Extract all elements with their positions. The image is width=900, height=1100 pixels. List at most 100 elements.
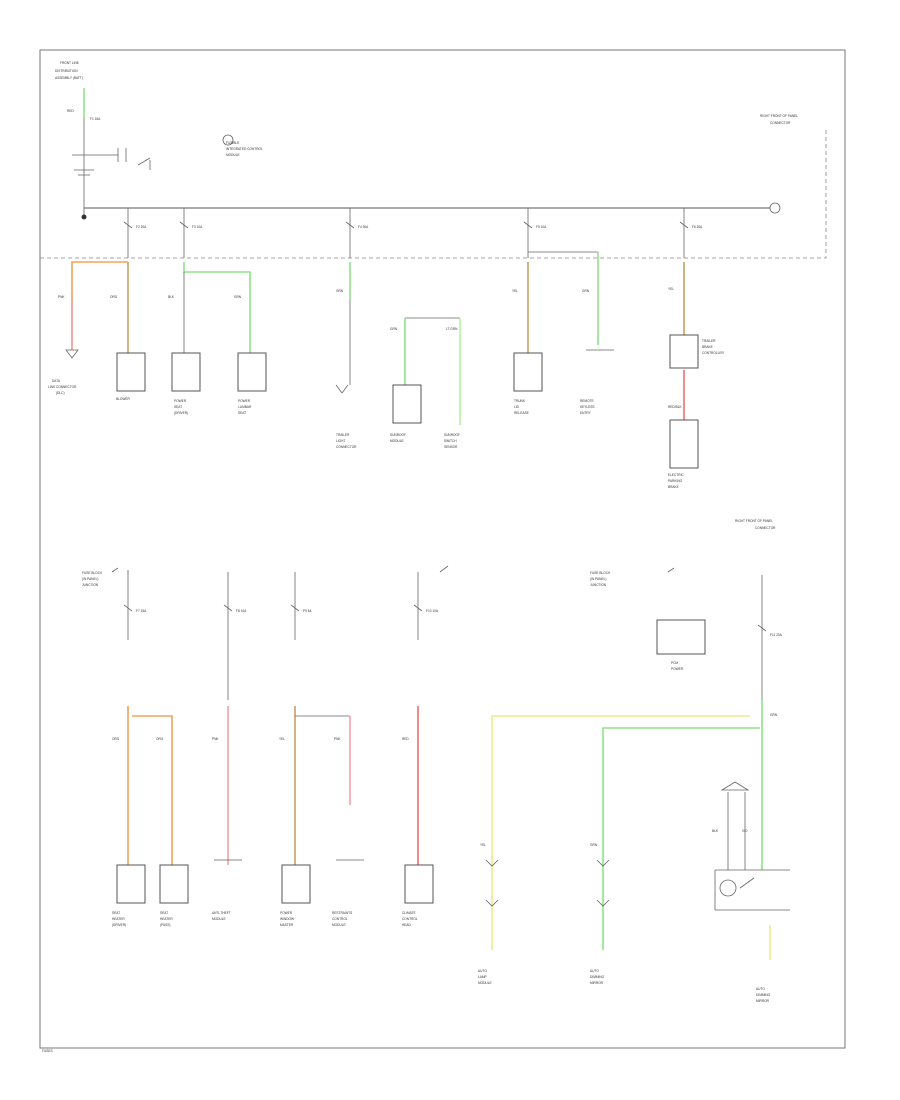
wire-code: ORG bbox=[110, 295, 118, 299]
top-right-label-b: CONNECTOR bbox=[770, 121, 791, 125]
component-label-sunroof-module: SUNROOF bbox=[390, 433, 406, 437]
wire-orange bbox=[132, 715, 173, 865]
fuse-label: F9 5A bbox=[303, 609, 312, 613]
diagram-frame bbox=[39, 49, 846, 1049]
fuse-label: F6 20A bbox=[692, 225, 703, 229]
top-left-label-a: FRONT LINE bbox=[60, 61, 79, 65]
component-label-parking-brake: BRAKE bbox=[668, 485, 679, 489]
fuse-label: F8 10A bbox=[236, 609, 247, 613]
fuse-block-label-c: JUNCTION bbox=[82, 583, 99, 587]
wire-code: GRN bbox=[336, 289, 344, 293]
component-label-restraints: MODULE bbox=[332, 923, 346, 927]
component-label-restraints: CONTROL bbox=[332, 917, 348, 921]
component-label-trailer-brake: CONTROLLER bbox=[702, 351, 724, 355]
component-label-parking-brake: PARKING bbox=[668, 479, 683, 483]
component-label-sunroof-switch: SUNROOF bbox=[444, 433, 460, 437]
component-label-lumbar: LUMBAR bbox=[238, 405, 252, 409]
wire-code: RED bbox=[67, 109, 74, 113]
wire-code: GRN bbox=[590, 843, 598, 847]
ground-point bbox=[81, 214, 87, 220]
component-label-auto-lamp: LAMP bbox=[478, 975, 487, 979]
wire-code: BLK bbox=[712, 829, 719, 833]
top-right-label-a: RIGHT FRONT OF PANEL bbox=[760, 114, 798, 118]
component-label-dlc: DATA bbox=[52, 379, 61, 383]
component-label-auto-lamp: MODULE bbox=[478, 981, 492, 985]
wire-code: GRN bbox=[770, 713, 778, 717]
component-label-seat: SEAT bbox=[174, 405, 182, 409]
component-label-dlc: (DLC) bbox=[56, 391, 65, 395]
bus-connector-icon bbox=[769, 202, 781, 214]
fuse-block-label-c: JUNCTION bbox=[590, 583, 607, 587]
component-label-seat-heater: HEATER bbox=[160, 917, 173, 921]
fuse-label: F5 10A bbox=[536, 225, 547, 229]
component-label-lumbar: POWER bbox=[238, 399, 251, 403]
bottom-fuse-drops bbox=[111, 565, 767, 700]
wire-code: RED/BLK bbox=[668, 405, 683, 409]
wire-code: YEL bbox=[512, 289, 518, 293]
wire-code: LT GRN bbox=[446, 327, 458, 331]
component-label-seat-heater: (DRIVER) bbox=[112, 923, 126, 927]
fuse-block-label-b: (IN PANEL) bbox=[82, 577, 98, 581]
footer-label: FUSES bbox=[42, 1049, 53, 1053]
component-label-pcm: POWER bbox=[671, 667, 684, 671]
component-label-trunk: RELEASE bbox=[514, 411, 529, 415]
component-label-restraints: RESTRAINTS bbox=[332, 911, 352, 915]
component-label-climate: CONTROL bbox=[402, 917, 418, 921]
fuse-block-label-a: FUSE BLOCK bbox=[82, 571, 103, 575]
wire-green bbox=[602, 727, 760, 950]
component-label-mirror: MIRROR bbox=[756, 999, 770, 1003]
wire-code: ORG bbox=[112, 737, 120, 741]
component-label-rke: KEYLESS bbox=[580, 405, 595, 409]
capacitor-symbol bbox=[72, 148, 127, 162]
wire-green bbox=[183, 262, 251, 355]
fuse-drops bbox=[123, 208, 689, 258]
component-label-parking-brake: ELECTRIC bbox=[668, 473, 684, 477]
component-label-rke: REMOTE bbox=[580, 399, 594, 403]
component-label-mirror: DIMMING bbox=[590, 975, 605, 979]
component-label-anti-theft: MODULE bbox=[212, 917, 226, 921]
component-label-seat: (DRIVER) bbox=[174, 411, 188, 415]
component-label-trunk: TRUNK bbox=[514, 399, 526, 403]
component-label-mirror: AUTO bbox=[590, 969, 599, 973]
wire-gray bbox=[727, 792, 746, 870]
pcm-relay-box bbox=[656, 619, 706, 655]
component-label-climate: HEAD bbox=[402, 923, 412, 927]
mid-right-label-a: RIGHT FRONT OF PANEL bbox=[735, 519, 773, 523]
wire-code: PNK bbox=[212, 737, 219, 741]
wire-code: YEL bbox=[279, 737, 285, 741]
wire-code: GRN bbox=[390, 327, 398, 331]
component-label-sunroof-module: MODULE bbox=[390, 439, 404, 443]
fuse-label: F1 15A bbox=[90, 117, 101, 121]
relay-icon bbox=[222, 134, 234, 146]
wire-code: YEL bbox=[668, 287, 674, 291]
component-label-sunroof-switch: SENSOR bbox=[444, 445, 458, 449]
fuse-label: F4 30A bbox=[358, 225, 369, 229]
component-label-window: POWER bbox=[280, 911, 293, 915]
wire-code: ORG bbox=[156, 737, 164, 741]
component-label-trailer-brake: BRAKE bbox=[702, 345, 713, 349]
component-label-pcm: PCM bbox=[671, 661, 678, 665]
relay-label-c: MODULE bbox=[226, 153, 240, 157]
component-label-seat-heater: SEAT bbox=[112, 911, 120, 915]
fuse-block-boundary bbox=[40, 128, 827, 259]
component-label-mirror: MIRROR bbox=[590, 981, 604, 985]
wire-code: YEL bbox=[480, 843, 486, 847]
component-label-seat-heater: HEATER bbox=[112, 917, 125, 921]
top-components bbox=[65, 334, 699, 469]
component-label-seat-heater: (PASS) bbox=[160, 923, 170, 927]
top-left-label-b: DISTRIBUTION bbox=[55, 69, 78, 73]
wire-code: RED bbox=[402, 737, 409, 741]
component-label-climate: CLIMATE bbox=[402, 911, 416, 915]
wire-code: GRN bbox=[582, 289, 590, 293]
wire-orange bbox=[71, 261, 128, 350]
component-label-rke: ENTRY bbox=[580, 411, 592, 415]
component-label-window: WINDOW bbox=[280, 917, 294, 921]
component-label-seat: POWER bbox=[174, 399, 187, 403]
wire-code: GRN bbox=[234, 295, 242, 299]
component-label-seat-heater: SEAT bbox=[160, 911, 168, 915]
wire-code: PNK bbox=[334, 737, 341, 741]
top-left-label-c: ASSEMBLY (BATT) bbox=[55, 76, 83, 80]
component-label-window: MASTER bbox=[280, 923, 294, 927]
wire-code: VIO bbox=[742, 829, 748, 833]
switch-symbol bbox=[137, 157, 151, 170]
